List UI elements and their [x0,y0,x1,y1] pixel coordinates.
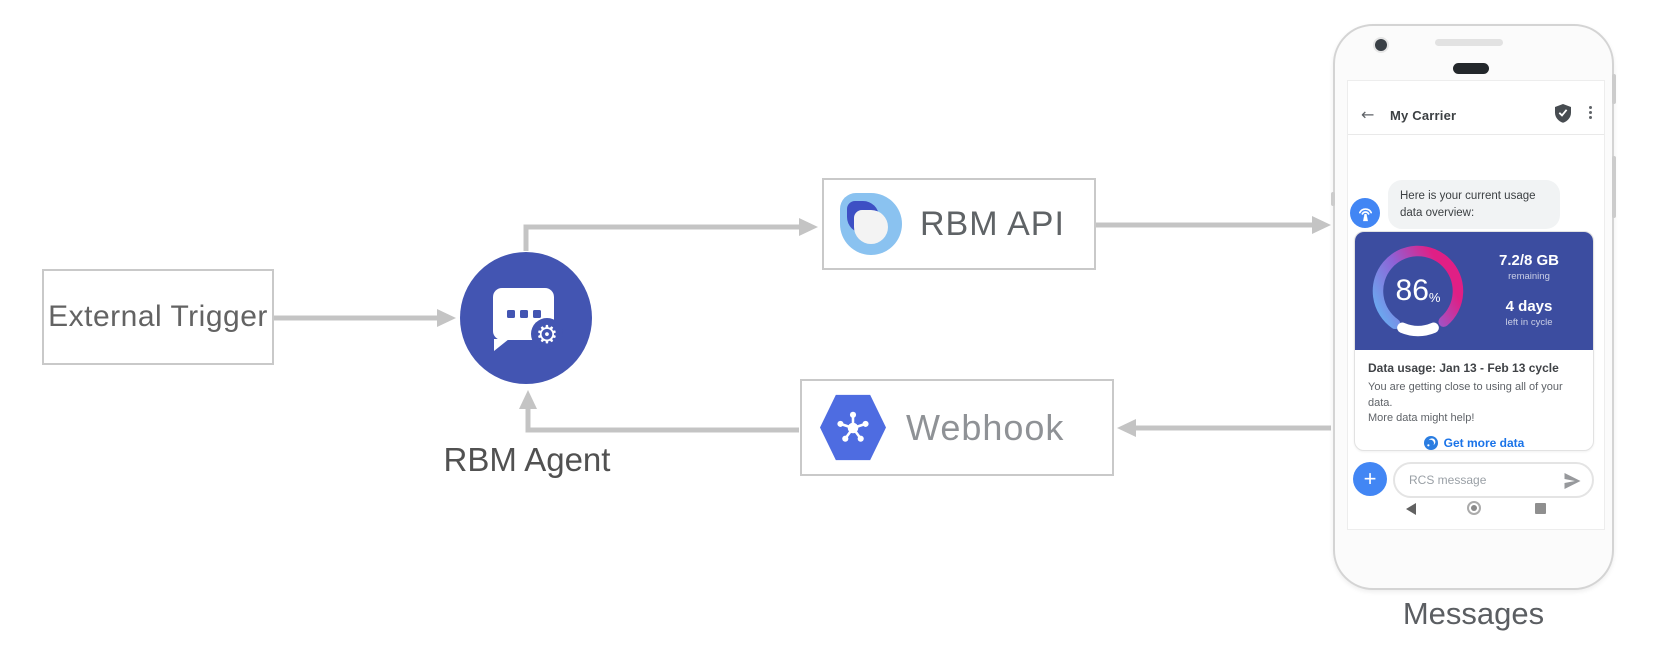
side-button [1331,192,1335,206]
node-external-trigger: External Trigger [42,269,274,365]
speaker-slot [1435,39,1503,46]
globe-suggestion-icon [1423,435,1438,450]
nav-back-icon[interactable] [1406,503,1416,515]
node-rbm-agent: ⚙ [460,252,592,384]
usage-gauge-panel: 86% 7.2/8 GB remaining 4 days left in cy… [1355,232,1593,350]
bubble-dot [519,310,528,318]
data-remaining-label: remaining [1508,271,1550,282]
usage-stats: 7.2/8 GB remaining 4 days left in cycle [1473,232,1585,350]
volume-button[interactable] [1612,156,1616,218]
usage-percent: 86% [1395,274,1441,307]
verified-shield-icon [1555,104,1571,128]
phone-screen: ← My Carrier Here is your c [1347,80,1605,530]
external-trigger-label: External Trigger [48,300,268,333]
power-button[interactable] [1612,74,1616,104]
attach-plus-button[interactable]: + [1353,462,1387,496]
app-bar: ← My Carrier [1348,81,1604,135]
agent-avatar [1350,198,1380,228]
rbm-api-label: RBM API [920,204,1065,243]
nav-recents-icon[interactable] [1535,503,1546,514]
data-remaining-value: 7.2/8 GB [1498,252,1560,269]
usage-gauge: 86% [1365,238,1471,344]
get-more-data-button[interactable]: Get more data [1368,435,1580,450]
webhook-label: Webhook [906,406,1065,448]
rbm-api-logo-icon [840,193,902,255]
days-left-value: 4 days [1505,298,1553,315]
usage-card-text-line2: More data might help! [1368,412,1475,425]
rcs-message-input[interactable] [1409,464,1559,496]
usage-card-body: Data usage: Jan 13 - Feb 13 cycle You ar… [1355,350,1593,450]
nav-home-icon[interactable] [1467,501,1481,515]
node-rbm-api: RBM API [822,178,1096,270]
get-more-data-label: Get more data [1443,435,1525,450]
message-composer [1393,462,1594,498]
usage-card-title: Data usage: Jan 13 - Feb 13 cycle [1368,361,1559,375]
chat-bubble-icon: ⚙ [493,288,563,350]
usage-card: 86% 7.2/8 GB remaining 4 days left in cy… [1354,231,1594,451]
send-icon[interactable] [1563,472,1582,495]
agent-message-bubble: Here is your current usage data overview… [1388,180,1560,230]
days-left-label: left in cycle [1505,317,1553,328]
webhook-hexagon-icon [820,394,886,461]
overflow-menu-icon[interactable] [1589,106,1592,119]
rbm-agent-label: RBM Agent [443,441,611,478]
android-nav-bar [1348,499,1604,521]
usage-card-text-line1: You are getting close to using all of yo… [1368,381,1563,409]
front-camera [1375,39,1387,51]
node-webhook: Webhook [800,379,1114,476]
gear-icon: ⚙ [531,318,563,350]
conversation-title: My Carrier [1390,108,1457,123]
earpiece [1453,63,1489,74]
phone-caption: Messages [1402,596,1545,631]
back-icon[interactable]: ← [1361,105,1375,124]
bubble-dot [506,310,515,318]
phone-mockup: ← My Carrier Here is your c [1331,24,1616,590]
bubble-dot [532,310,541,318]
